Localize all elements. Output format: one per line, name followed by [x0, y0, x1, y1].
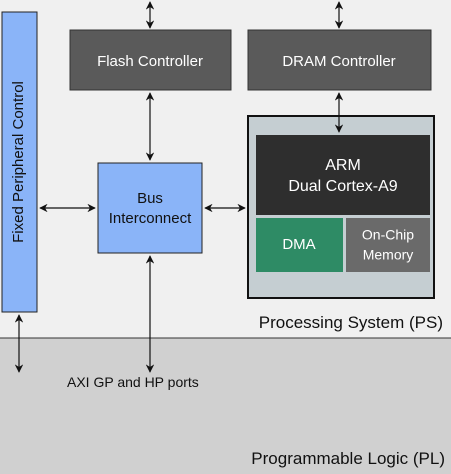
flash-controller-label: Flash Controller	[97, 53, 203, 70]
fixed-peripheral-control-block	[1, 11, 38, 313]
flash-controller-block	[69, 29, 232, 91]
on-chip-memory-label-line-2: Memory	[363, 247, 414, 263]
dma-block	[256, 218, 343, 272]
bus-interconnect-label-line-2: Interconnect	[109, 210, 192, 227]
on-chip-memory-block	[346, 218, 430, 272]
programmable-logic-label: Programmable Logic (PL)	[251, 449, 445, 468]
dram-controller-label: DRAM Controller	[282, 53, 395, 70]
arm-label-line-1: ARM	[325, 157, 361, 174]
fixed-peripheral-control-label: Fixed Peripheral Control	[10, 81, 27, 243]
processing-system-label: Processing System (PS)	[259, 313, 443, 332]
bus-interconnect-label-line-1: Bus	[137, 190, 163, 207]
arm-label-line-2: Dual Cortex-A9	[288, 178, 397, 195]
axi-ports-label: AXI GP and HP ports	[67, 374, 199, 390]
dma-label: DMA	[282, 236, 315, 253]
programmable-logic-region	[0, 338, 451, 474]
on-chip-memory-label-line-1: On-Chip	[362, 227, 414, 243]
dram-controller-block	[247, 29, 432, 91]
arm-cortex-a9-block	[256, 135, 430, 215]
bus-interconnect-block	[97, 162, 203, 254]
